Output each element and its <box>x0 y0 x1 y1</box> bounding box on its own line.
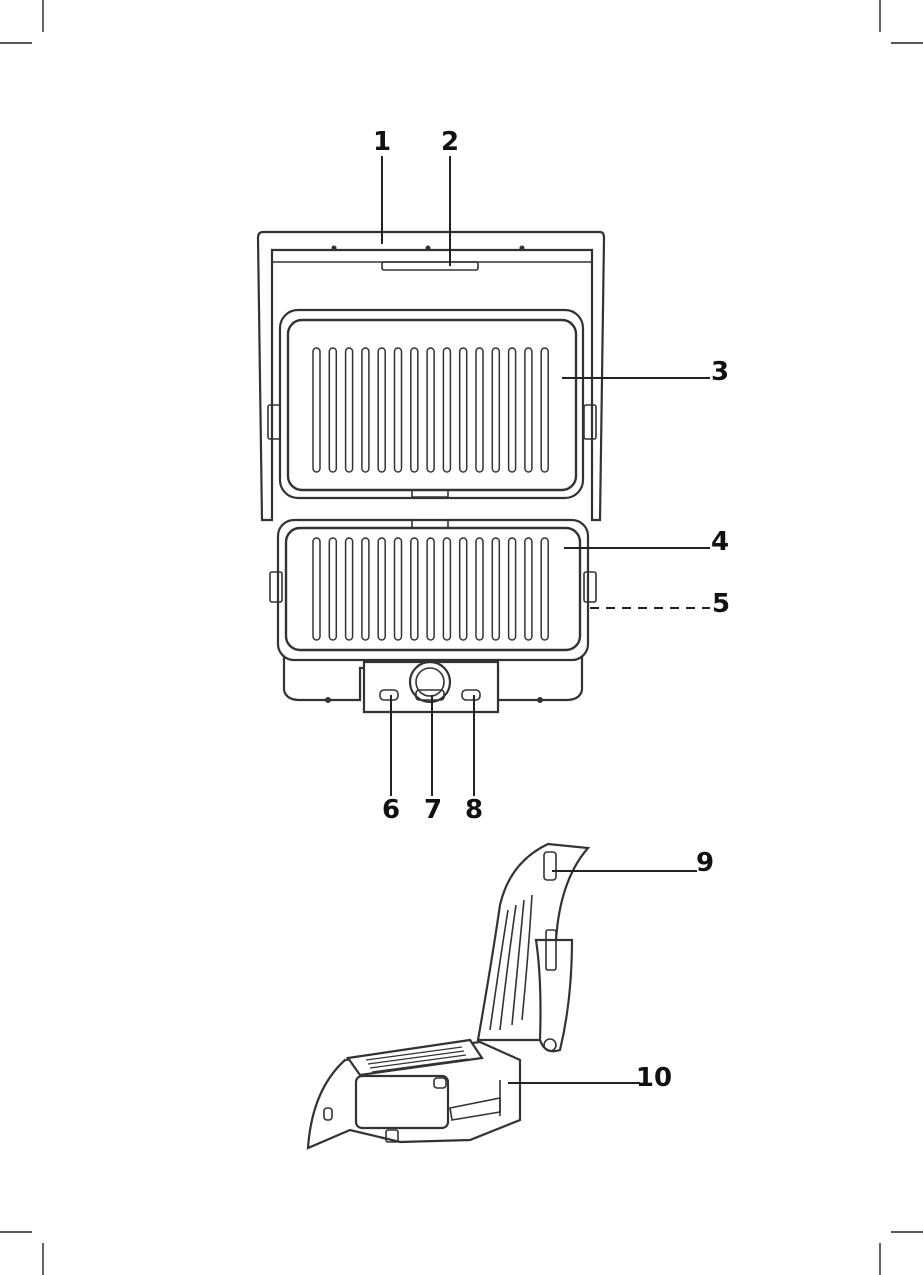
lower-grill-ridge <box>313 538 320 640</box>
lower-grill-ridge <box>395 538 402 640</box>
lower-grill-ridge <box>378 538 385 640</box>
lower-grill-ridge <box>443 538 450 640</box>
lower-grill-ridge <box>460 538 467 640</box>
lower-grill-ridge <box>509 538 516 640</box>
upper-grill-ridge <box>525 348 532 472</box>
upper-grill-ridge <box>362 348 369 472</box>
part-label-5: 5 <box>712 589 730 619</box>
upper-grill-ridge <box>541 348 548 472</box>
lower-grill-ridge <box>362 538 369 640</box>
grill-side-view <box>308 844 588 1148</box>
lower-grill-ridge <box>476 538 483 640</box>
lower-grill-ridge <box>525 538 532 640</box>
upper-grill-ridge <box>460 348 467 472</box>
upper-grill-ridge <box>411 348 418 472</box>
lower-grill-ridge <box>346 538 353 640</box>
part-label-10: 10 <box>636 1063 672 1093</box>
upper-grill-ridge <box>492 348 499 472</box>
part-label-1: 1 <box>373 127 391 157</box>
lower-grill-ridge <box>492 538 499 640</box>
lower-plate-ridges <box>313 538 548 640</box>
grill-top-view <box>258 232 604 712</box>
upper-grill-ridge <box>509 348 516 472</box>
upper-plate-ridges <box>313 348 548 472</box>
lower-grill-ridge <box>329 538 336 640</box>
part-label-8: 8 <box>465 795 483 825</box>
upper-grill-ridge <box>395 348 402 472</box>
upper-grill-ridge <box>378 348 385 472</box>
part-label-3: 3 <box>711 357 729 387</box>
part-label-7: 7 <box>424 795 442 825</box>
part-label-2: 2 <box>441 127 459 157</box>
upper-grill-ridge <box>443 348 450 472</box>
part-label-9: 9 <box>696 848 714 878</box>
upper-grill-ridge <box>427 348 434 472</box>
upper-grill-ridge <box>313 348 320 472</box>
upper-grill-ridge <box>476 348 483 472</box>
upper-grill-ridge <box>346 348 353 472</box>
part-label-6: 6 <box>382 795 400 825</box>
part-label-4: 4 <box>711 527 729 557</box>
upper-grill-ridge <box>329 348 336 472</box>
lower-grill-ridge <box>427 538 434 640</box>
lower-grill-ridge <box>541 538 548 640</box>
lower-grill-ridge <box>411 538 418 640</box>
